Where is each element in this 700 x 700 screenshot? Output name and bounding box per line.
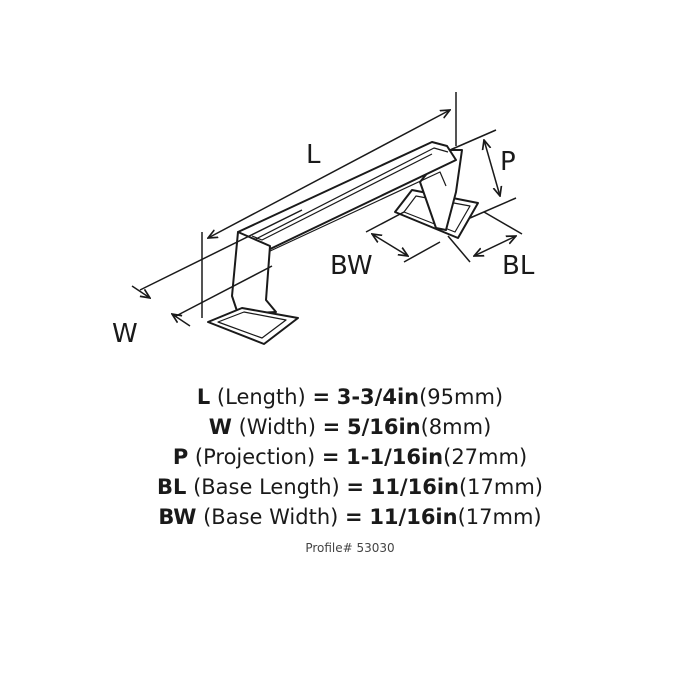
spec-code: BL [157, 475, 187, 499]
base-width-dimension-arrow [372, 234, 408, 256]
width-extension-bottom [175, 265, 273, 317]
spec-metric: (17mm) [457, 505, 542, 529]
spec-name: (Length) [216, 385, 306, 409]
spec-line-length: L (Length) = 3-3/4in(95mm) [0, 382, 700, 412]
spec-name: (Base Length) [193, 475, 340, 499]
spec-equals: = [321, 445, 340, 469]
dimension-lines [131, 92, 523, 327]
projection-label: P [500, 147, 516, 177]
spec-metric: (27mm) [443, 445, 528, 469]
spec-name: (Width) [238, 415, 316, 439]
profile-number: Profile# 53030 [305, 541, 395, 555]
dimension-specifications: L (Length) = 3-3/4in(95mm) W (Width) = 5… [0, 382, 700, 558]
spec-equals: = [312, 385, 331, 409]
spec-code: P [172, 445, 189, 469]
spec-metric: (95mm) [419, 385, 504, 409]
spec-equals: = [322, 415, 341, 439]
length-dimension-arrow [208, 110, 450, 238]
base-length-extension-right [483, 211, 523, 235]
spec-name: (Base Width) [203, 505, 339, 529]
spec-equals: = [346, 475, 365, 499]
projection-extension-top [449, 129, 497, 151]
base-length-label: BL [502, 251, 535, 281]
width-arrow-upper [131, 285, 150, 298]
projection-extension-bottom [469, 197, 517, 219]
left-base-plate-bevel [217, 311, 287, 339]
spec-name: (Projection) [194, 445, 316, 469]
spec-line-projection: P (Projection) = 1-1/16in(27mm) [0, 442, 700, 472]
projection-dimension-arrow [484, 140, 500, 196]
base-width-extension-left [365, 211, 405, 233]
width-extension-top [139, 209, 303, 291]
spec-code: W [208, 415, 232, 439]
spec-imperial: 3-3/4in [336, 385, 420, 409]
spec-equals: = [345, 505, 363, 529]
base-width-extension-right [403, 241, 441, 263]
spec-line-base-width: BW (Base Width) = 11/16in(17mm) [0, 502, 700, 532]
spec-line-base-length: BL (Base Length) = 11/16in(17mm) [0, 472, 700, 502]
width-label: W [112, 319, 138, 349]
spec-imperial: 11/16in [370, 475, 459, 499]
base-length-dimension-arrow [474, 236, 516, 256]
spec-code: L [196, 385, 211, 409]
spec-code: BW [158, 505, 197, 529]
width-arrow-lower [172, 314, 191, 327]
left-post [231, 231, 277, 315]
spec-imperial: 5/16in [346, 415, 421, 439]
base-length-extension-left [447, 235, 471, 263]
spec-line-width: W (Width) = 5/16in(8mm) [0, 412, 700, 442]
spec-metric: (8mm) [420, 415, 492, 439]
spec-imperial: 1-1/16in [346, 445, 444, 469]
spec-imperial: 11/16in [369, 505, 458, 529]
spec-metric: (17mm) [458, 475, 543, 499]
base-width-label: BW [330, 251, 373, 281]
length-label: L [306, 140, 321, 170]
